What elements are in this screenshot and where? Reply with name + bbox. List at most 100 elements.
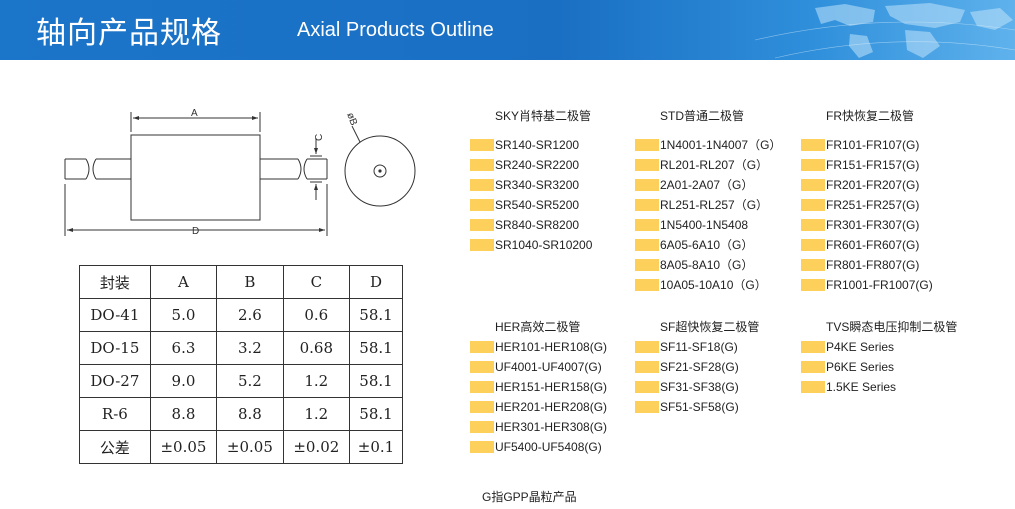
table-row: 公差 ±0.05 ±0.05 ±0.02 ±0.1 bbox=[79, 430, 403, 464]
color-swatch bbox=[635, 361, 659, 373]
color-swatch bbox=[801, 219, 825, 231]
list-item: SR540-SR5200 bbox=[470, 195, 640, 215]
list-item: HER101-HER108(G) bbox=[470, 337, 640, 357]
group-title: HER高效二极管 bbox=[495, 320, 581, 334]
table-cell: 0.68 bbox=[282, 331, 351, 365]
table-cell: ±0.1 bbox=[349, 430, 403, 464]
item-label: FR1001-FR1007(G) bbox=[826, 278, 933, 292]
item-label: UF4001-UF4007(G) bbox=[495, 360, 602, 374]
group-title: SKY肖特基二极管 bbox=[495, 109, 592, 123]
list-item: FR201-FR207(G) bbox=[801, 175, 971, 195]
color-swatch bbox=[635, 259, 659, 271]
item-label: FR201-FR207(G) bbox=[826, 178, 920, 192]
list-item: SF21-SF28(G) bbox=[635, 357, 805, 377]
list-item: RL201-RL207（G） bbox=[635, 155, 805, 175]
item-label: SF11-SF18(G) bbox=[660, 340, 738, 354]
product-group-fr: FR快恢复二极管 FR101-FR107(G) FR151-FR157(G) F… bbox=[801, 106, 971, 295]
list-item: 1.5KE Series bbox=[801, 377, 971, 397]
group-title: TVS瞬态电压抑制二极管 bbox=[826, 320, 958, 334]
color-swatch bbox=[635, 219, 659, 231]
list-item: FR601-FR607(G) bbox=[801, 235, 971, 255]
item-label: 8A05-8A10（G） bbox=[660, 258, 754, 272]
list-item: 1N5400-1N5408 bbox=[635, 215, 805, 235]
table-header-cell: A bbox=[149, 265, 218, 299]
list-item: SR140-SR1200 bbox=[470, 135, 640, 155]
table-cell: 58.1 bbox=[349, 397, 403, 431]
dim-label-d: D bbox=[192, 226, 199, 237]
color-swatch bbox=[470, 361, 494, 373]
list-item: FR301-FR307(G) bbox=[801, 215, 971, 235]
page-title-cn: 轴向产品规格 bbox=[36, 16, 222, 51]
list-item: SR340-SR3200 bbox=[470, 175, 640, 195]
table-cell: 58.1 bbox=[349, 364, 403, 398]
color-swatch bbox=[801, 139, 825, 151]
item-label: HER201-HER208(G) bbox=[495, 400, 608, 414]
table-cell: 9.0 bbox=[149, 364, 218, 398]
item-label: RL251-RL257（G） bbox=[660, 198, 769, 212]
table-row: R-6 8.8 8.8 1.2 58.1 bbox=[79, 397, 403, 431]
table-cell: ±0.02 bbox=[282, 430, 351, 464]
color-swatch bbox=[470, 441, 494, 453]
table-header-cell: C bbox=[282, 265, 351, 299]
table-cell: 3.2 bbox=[216, 331, 284, 365]
item-label: P6KE Series bbox=[826, 360, 895, 374]
product-group-her: HER高效二极管 HER101-HER108(G) UF4001-UF4007(… bbox=[470, 317, 640, 457]
table-cell: 6.3 bbox=[149, 331, 218, 365]
color-swatch bbox=[635, 159, 659, 171]
color-swatch bbox=[801, 381, 825, 393]
list-item: P4KE Series bbox=[801, 337, 971, 357]
table-cell: 2.6 bbox=[216, 298, 284, 332]
table-row: DO-15 6.3 3.2 0.68 58.1 bbox=[79, 331, 403, 365]
table-cell: DO-41 bbox=[79, 298, 151, 332]
item-label: 6A05-6A10（G） bbox=[660, 238, 754, 252]
world-map-graphic bbox=[755, 3, 1015, 59]
item-label: RL201-RL207（G） bbox=[660, 158, 769, 172]
table-row: DO-27 9.0 5.2 1.2 58.1 bbox=[79, 364, 403, 398]
table-cell: ±0.05 bbox=[149, 430, 218, 464]
item-label: HER101-HER108(G) bbox=[495, 340, 608, 354]
page-title-en: Axial Products Outline bbox=[297, 19, 494, 41]
list-item: SF11-SF18(G) bbox=[635, 337, 805, 357]
color-swatch bbox=[801, 159, 825, 171]
color-swatch bbox=[635, 279, 659, 291]
color-swatch bbox=[635, 381, 659, 393]
axial-dimension-drawing: A D C øB bbox=[64, 108, 416, 237]
table-cell: 公差 bbox=[79, 430, 151, 464]
table-header-cell: D bbox=[349, 265, 403, 299]
color-swatch bbox=[635, 199, 659, 211]
color-swatch bbox=[635, 401, 659, 413]
item-label: 10A05-10A10（G） bbox=[660, 278, 767, 292]
table-cell: 5.0 bbox=[149, 298, 218, 332]
color-swatch bbox=[801, 239, 825, 251]
item-label: SR540-SR5200 bbox=[495, 198, 580, 212]
product-group-sky: SKY肖特基二极管 SR140-SR1200 SR240-SR2200 SR34… bbox=[470, 106, 640, 255]
item-label: FR601-FR607(G) bbox=[826, 238, 920, 252]
list-item: UF5400-UF5408(G) bbox=[470, 437, 640, 457]
item-label: SR1040-SR10200 bbox=[495, 238, 593, 252]
item-label: 1N4001-1N4007（G） bbox=[660, 138, 782, 152]
list-item: 10A05-10A10（G） bbox=[635, 275, 805, 295]
list-item: 6A05-6A10（G） bbox=[635, 235, 805, 255]
table-cell: ±0.05 bbox=[216, 430, 284, 464]
list-item: 1N4001-1N4007（G） bbox=[635, 135, 805, 155]
color-swatch bbox=[470, 421, 494, 433]
color-swatch bbox=[801, 341, 825, 353]
color-swatch bbox=[635, 341, 659, 353]
color-swatch bbox=[470, 239, 494, 251]
color-swatch bbox=[801, 179, 825, 191]
list-item: FR801-FR807(G) bbox=[801, 255, 971, 275]
table-cell: 58.1 bbox=[349, 298, 403, 332]
dim-label-a: A bbox=[191, 108, 198, 119]
item-label: FR301-FR307(G) bbox=[826, 218, 920, 232]
color-swatch bbox=[801, 199, 825, 211]
list-item: SR240-SR2200 bbox=[470, 155, 640, 175]
product-group-std: STD普通二极管 1N4001-1N4007（G） RL201-RL207（G）… bbox=[635, 106, 805, 295]
item-label: SR240-SR2200 bbox=[495, 158, 580, 172]
list-item: FR151-FR157(G) bbox=[801, 155, 971, 175]
list-item: P6KE Series bbox=[801, 357, 971, 377]
item-label: 1N5400-1N5408 bbox=[660, 218, 749, 232]
table-cell: 8.8 bbox=[149, 397, 218, 431]
group-title: FR快恢复二极管 bbox=[826, 109, 914, 123]
item-label: HER301-HER308(G) bbox=[495, 420, 608, 434]
table-cell: 8.8 bbox=[216, 397, 284, 431]
